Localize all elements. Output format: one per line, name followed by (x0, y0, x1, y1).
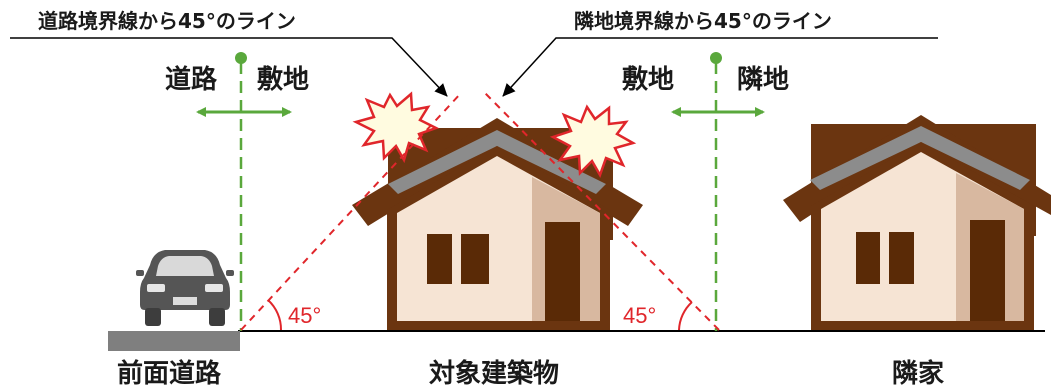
road-line-caption: 道路境界線から45°のライン (38, 9, 296, 33)
explosion-icon (352, 91, 440, 164)
right-neighbor-label: 隣地 (737, 65, 789, 95)
neighbor-boundary (671, 52, 765, 331)
front-road (108, 331, 240, 351)
car-icon (136, 250, 234, 326)
neighbor-house (783, 115, 1051, 330)
neighbor-caption-leader (502, 37, 938, 97)
neighbor-setback-line (483, 91, 720, 331)
left-site-label: 敷地 (257, 64, 309, 95)
target-building (352, 118, 643, 330)
right-site-label: 敷地 (622, 64, 674, 95)
neighbor-line-caption: 隣地境界線から45°のライン (574, 9, 832, 33)
angle-arc-right (678, 301, 693, 331)
explosion-icon (549, 104, 637, 178)
road-caption-leader (10, 37, 448, 97)
left-road-label: 道路 (165, 64, 218, 95)
road-boundary (196, 52, 292, 331)
angle-label-right: 45° (623, 303, 656, 328)
target-building-label: 対象建築物 (429, 358, 559, 385)
angle-arc-left (267, 299, 283, 331)
neighbor-house-label: 隣家 (892, 358, 944, 385)
road-setback-line (240, 91, 463, 331)
angle-label-left: 45° (288, 303, 321, 328)
front-road-label: 前面道路 (117, 358, 222, 385)
